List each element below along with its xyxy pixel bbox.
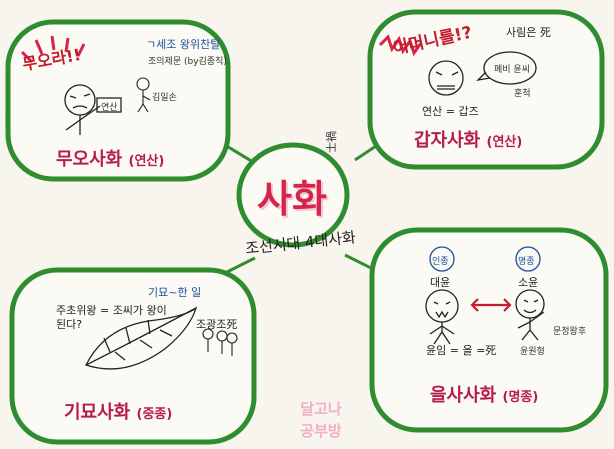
- gapja-speech: 폐비 윤씨: [494, 65, 530, 75]
- tag-circle-myeongjong: [515, 246, 541, 272]
- eulsa-title-text: 을사사화: [430, 385, 497, 406]
- leaf-drawing: [85, 306, 198, 370]
- box-muo-frame: [5, 19, 231, 182]
- arrow-double: [470, 298, 512, 312]
- gapja-king: (연산): [486, 135, 523, 150]
- eulsa-left-tag: 인종: [432, 257, 449, 267]
- gimyo-king: (중종): [136, 407, 173, 422]
- eulsa-right-caption-2: 문정왕후: [553, 327, 587, 337]
- muo-person: 김일손: [152, 93, 177, 103]
- gimyo-title-text: 기묘사화: [64, 402, 131, 423]
- gapja-title: 갑자사화 (연산): [414, 126, 522, 152]
- watermark: 달고나 공부방: [286, 398, 356, 442]
- center-circle: [236, 142, 350, 248]
- muo-king: (연산): [128, 154, 165, 169]
- eulsa-left-name: 대윤: [430, 276, 451, 289]
- figures-eulsa: [425, 289, 545, 345]
- gimyo-note-right: 조광조死: [196, 318, 238, 331]
- eulsa-left-caption: 윤임 = 을 =死: [426, 344, 497, 357]
- muo-note-mid: 조의제문 (by김종직): [148, 57, 227, 67]
- eulsa-right-name: 소윤: [518, 276, 539, 289]
- figure-gapja: [428, 51, 537, 96]
- figure-muo-person: [136, 77, 151, 113]
- watermark-line2: 공부방: [300, 422, 342, 440]
- gapja-person: 훈척: [514, 89, 531, 99]
- center-hanja: 士禍: [325, 131, 338, 153]
- muo-title: 무오사화 (연산): [56, 145, 164, 171]
- center-title: 사화: [257, 177, 327, 221]
- gimyo-note-top: 기묘~한 일: [148, 286, 202, 299]
- watermark-line1: 달고나: [300, 400, 342, 418]
- muo-title-text: 무오사화: [56, 149, 123, 170]
- muo-tag: 연산: [101, 103, 118, 113]
- tag-circle-injong: [429, 246, 455, 272]
- figure-muo: [64, 84, 122, 135]
- muo-note-top: ㄱ세조 왕위찬탈: [146, 38, 221, 51]
- gimyo-title: 기묘사화 (중종): [64, 398, 172, 424]
- figures-gimyo: [202, 328, 238, 356]
- eulsa-title: 을사사화 (명종): [430, 381, 538, 407]
- box-gimyo-frame: [9, 267, 257, 445]
- gapja-caption: 연산 = 갑즈: [422, 105, 479, 118]
- gimyo-note-mid: 주초위왕 = 조씨가 왕이 된다?: [56, 304, 167, 331]
- eulsa-right-caption-1: 윤원형: [520, 347, 545, 357]
- box-eulsa-frame: [369, 227, 609, 433]
- gapja-note-top: 사림은 死: [506, 26, 551, 39]
- eulsa-king: (명종): [502, 390, 539, 405]
- zigzag-gapja: [378, 34, 423, 57]
- burst-lines-muo: [20, 35, 86, 64]
- gapja-title-text: 갑자사화: [414, 130, 481, 151]
- eulsa-right-tag: 명종: [518, 257, 535, 267]
- box-gapja-frame: [367, 9, 605, 170]
